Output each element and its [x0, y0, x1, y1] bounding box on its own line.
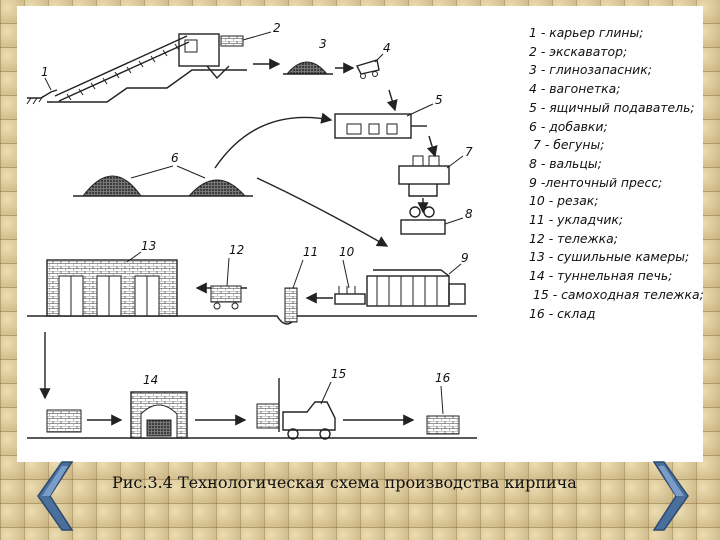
legend-item: 5 - ящичный подаватель;	[529, 99, 695, 115]
tunnel-kiln: 14	[130, 373, 188, 439]
brick-production-diagram: 1 2 3 4	[26, 21, 477, 440]
label-13: 13	[141, 239, 156, 253]
warehouse: 16	[426, 371, 460, 435]
figure-caption: Рис.3.4 Технологическая схема производст…	[112, 473, 577, 492]
legend-item: 3 - глинозапасник;	[529, 62, 652, 78]
next-slide-button[interactable]	[648, 456, 698, 536]
clay-quarry: 1	[26, 65, 58, 105]
legend-item: 1 - карьер глины;	[529, 25, 644, 40]
label-14: 14	[143, 373, 158, 387]
ground-line-row3	[27, 315, 477, 325]
legend-item: 6 - добавки;	[529, 118, 608, 134]
legend-item: 13 - сушильные камеры;	[529, 249, 690, 265]
prev-slide-button[interactable]	[28, 456, 78, 536]
legend-list: 1 - карьер глины; 2 - экскаватор; 3 - гл…	[529, 24, 704, 323]
additives-piles: 6	[73, 151, 253, 197]
label-3: 3	[319, 37, 327, 51]
cutter: 10	[334, 245, 366, 305]
label-12: 12	[229, 243, 244, 257]
legend-item: 8 - вальцы;	[529, 155, 602, 171]
arrow-to-mill	[426, 135, 438, 158]
self-propelled-cart: 15	[256, 367, 346, 440]
label-6: 6	[171, 151, 179, 165]
excavator-conveyor: 2	[47, 21, 281, 103]
brick-stack-left	[46, 409, 82, 433]
label-5: 5	[435, 93, 443, 107]
legend-item: 11 - укладчик;	[529, 212, 624, 228]
label-15: 15	[331, 367, 346, 381]
label-11: 11	[303, 245, 318, 259]
label-9: 9	[461, 251, 469, 265]
belt-press: 9	[366, 251, 469, 307]
label-1: 1	[41, 65, 49, 79]
cart: 12	[210, 243, 244, 310]
label-4: 4	[383, 41, 391, 55]
legend-item: 12 - тележка;	[529, 230, 618, 246]
arrow-to-feeder	[386, 89, 398, 112]
clay-store: 3	[283, 37, 333, 75]
chevron-left-icon	[37, 461, 74, 531]
wagon: 4	[356, 41, 391, 79]
label-2: 2	[273, 21, 281, 35]
edge-runner-mill: 7	[398, 145, 473, 197]
legend-item: 14 - туннельная печь;	[529, 268, 673, 284]
roller-mill: 8	[400, 206, 473, 235]
label-10: 10	[339, 245, 355, 259]
legend-item: 2 - экскаватор;	[529, 43, 628, 59]
legend-item: 10 - резак;	[529, 193, 599, 209]
chevron-right-icon	[652, 461, 689, 531]
label-16: 16	[435, 371, 451, 385]
legend-item: 7 - бегуны;	[533, 137, 605, 153]
arrow-to-press	[256, 177, 389, 247]
legend-item: 15 - самоходная тележка;	[533, 286, 704, 302]
box-feeder: 5	[334, 93, 443, 139]
slide-frame: 1 2 3 4	[17, 6, 704, 462]
legend-item: 4 - вагонетка;	[529, 81, 621, 97]
legend-item: 16 - склад	[529, 305, 596, 321]
stacker: 11	[284, 245, 318, 323]
label-8: 8	[465, 207, 473, 221]
label-7: 7	[465, 145, 473, 159]
drying-chambers: 13	[46, 239, 178, 317]
arrow-additives-to-feeder	[214, 112, 333, 169]
legend-item: 9 -ленточный пресс;	[529, 174, 663, 190]
